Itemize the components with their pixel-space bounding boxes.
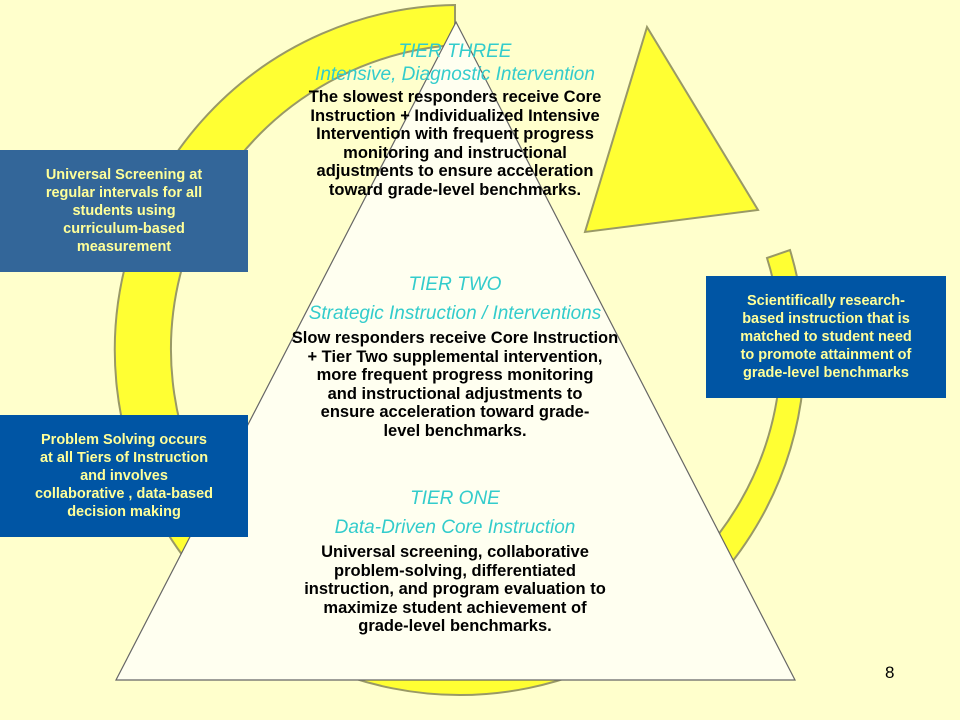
screening-line: curriculum-based: [63, 221, 185, 237]
tier-three-line: toward grade-level benchmarks.: [328, 180, 582, 199]
tier-two-description: Slow responders receive Core Instruction…: [215, 329, 695, 440]
tier-two-line: and instructional adjustments to: [327, 384, 583, 403]
problem-solving-line: Problem Solving occurs: [41, 432, 207, 448]
tier-three-line: The slowest responders receive Core: [308, 88, 602, 106]
tier-one-subtitle: Data-Driven Core Instruction: [334, 517, 576, 538]
cycle-arrow-head: [583, 24, 760, 234]
tier-one-line: grade-level benchmarks.: [358, 617, 552, 635]
screening-line: Universal Screening at: [45, 167, 203, 183]
tier-one-line: instruction, and program evaluation to: [304, 580, 606, 598]
tier-pyramid: [115, 20, 796, 681]
research-line: matched to student need: [740, 329, 912, 345]
tier-one-description: Universal screening, collaborative probl…: [235, 543, 675, 636]
tier-two-line: Slow responders receive Core Instruction: [291, 329, 619, 347]
problem-solving-line: at all Tiers of Instruction: [39, 450, 209, 466]
tier-one-line: maximize student achievement of: [323, 598, 587, 617]
research-line: grade-level benchmarks: [742, 365, 909, 381]
research-line: based instruction that is: [742, 311, 910, 327]
research-line: to promote attainment of: [740, 347, 912, 363]
problem-solving-line: and involves: [80, 468, 168, 484]
tier-three-line: Intervention with frequent progress: [316, 125, 594, 143]
problem-solving-line: collaborative , data-based: [34, 486, 214, 502]
tier-three-title: TIER THREE: [398, 41, 512, 62]
tier-one-title: TIER ONE: [410, 488, 500, 509]
tier-two-line: ensure acceleration toward grade-: [320, 403, 590, 421]
screening-line: students using: [72, 203, 176, 219]
tier-one-line: problem-solving, differentiated: [333, 561, 577, 580]
tier-two-line: + Tier Two supplemental intervention,: [307, 347, 603, 366]
tier-three-line: monitoring and instructional: [343, 143, 567, 162]
tier-three-subtitle: Intensive, Diagnostic Intervention: [315, 64, 595, 85]
tier-one-block: TIER ONE Data-Driven Core Instruction Un…: [235, 487, 675, 636]
universal-screening-callout: Universal Screening at regular intervals…: [0, 150, 248, 272]
tier-two-subtitle: Strategic Instruction / Interventions: [308, 303, 602, 324]
research-based-instruction-callout: Scientifically research- based instructi…: [706, 276, 946, 398]
tier-three-line: Instruction + Individualized Intensive: [310, 106, 600, 125]
tier-two-block: TIER TWO Strategic Instruction / Interve…: [215, 273, 695, 440]
tier-three-line: adjustments to ensure acceleration: [316, 162, 594, 180]
research-line: Scientifically research-: [747, 293, 905, 309]
tier-three-description: The slowest responders receive Core Inst…: [245, 88, 665, 199]
slide-number: 8: [885, 663, 895, 682]
problem-solving-line: decision making: [67, 504, 181, 520]
tier-two-title: TIER TWO: [408, 274, 502, 295]
problem-solving-callout: Problem Solving occurs at all Tiers of I…: [0, 415, 248, 537]
tier-one-line: Universal screening, collaborative: [321, 543, 589, 561]
tier-two-line: level benchmarks.: [383, 421, 527, 440]
tier-two-line: more frequent progress monitoring: [316, 366, 594, 384]
screening-line: regular intervals for all: [45, 185, 203, 201]
tier-three-block: TIER THREE Intensive, Diagnostic Interve…: [245, 40, 665, 199]
screening-line: measurement: [76, 239, 172, 255]
